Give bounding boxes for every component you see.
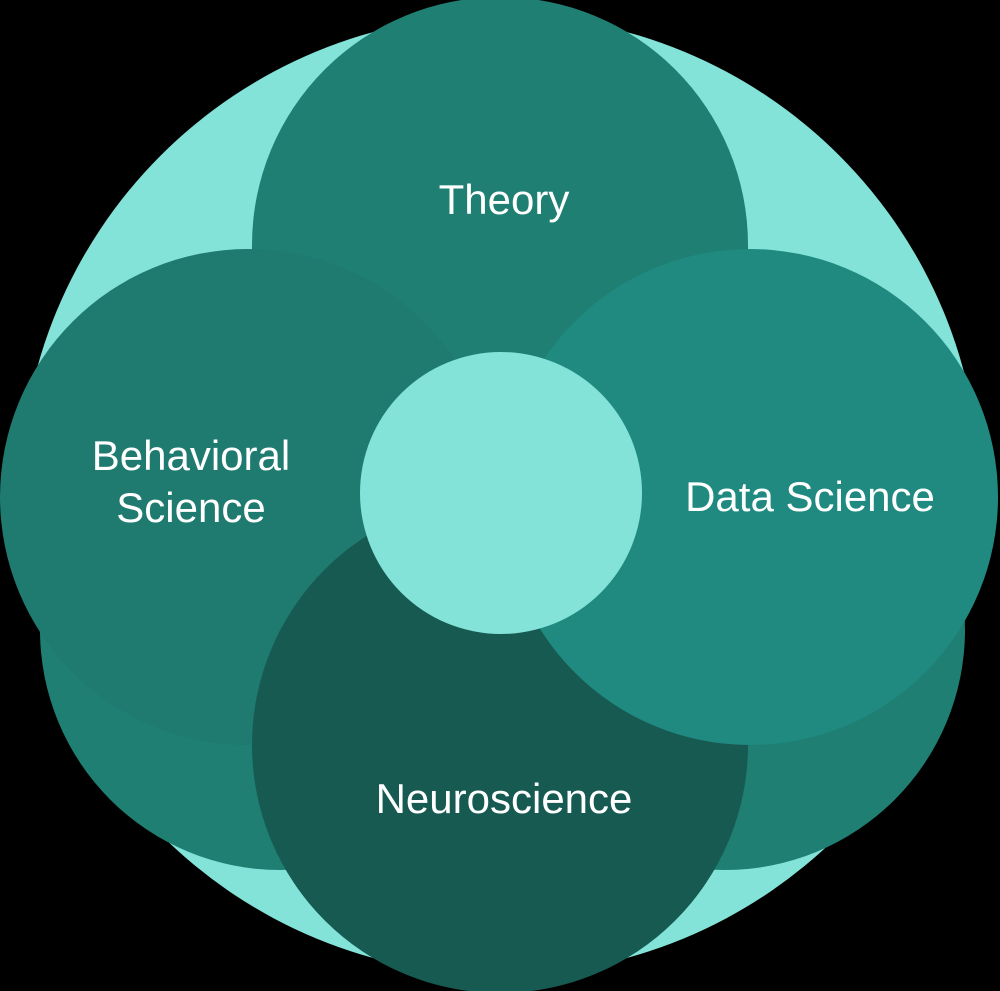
neuroscience-label: Neuroscience [375,775,633,822]
data-science-circle [502,249,998,745]
behavioral-science-label-line-2: Science [116,484,266,531]
center-circle [360,352,642,634]
behavioral-science-label: Behavioral Science [66,430,316,534]
theory-label: Theory [438,176,570,223]
data-science-label: Data Science [685,473,935,520]
behavioral-science-label-line-1: Behavioral [91,432,291,479]
